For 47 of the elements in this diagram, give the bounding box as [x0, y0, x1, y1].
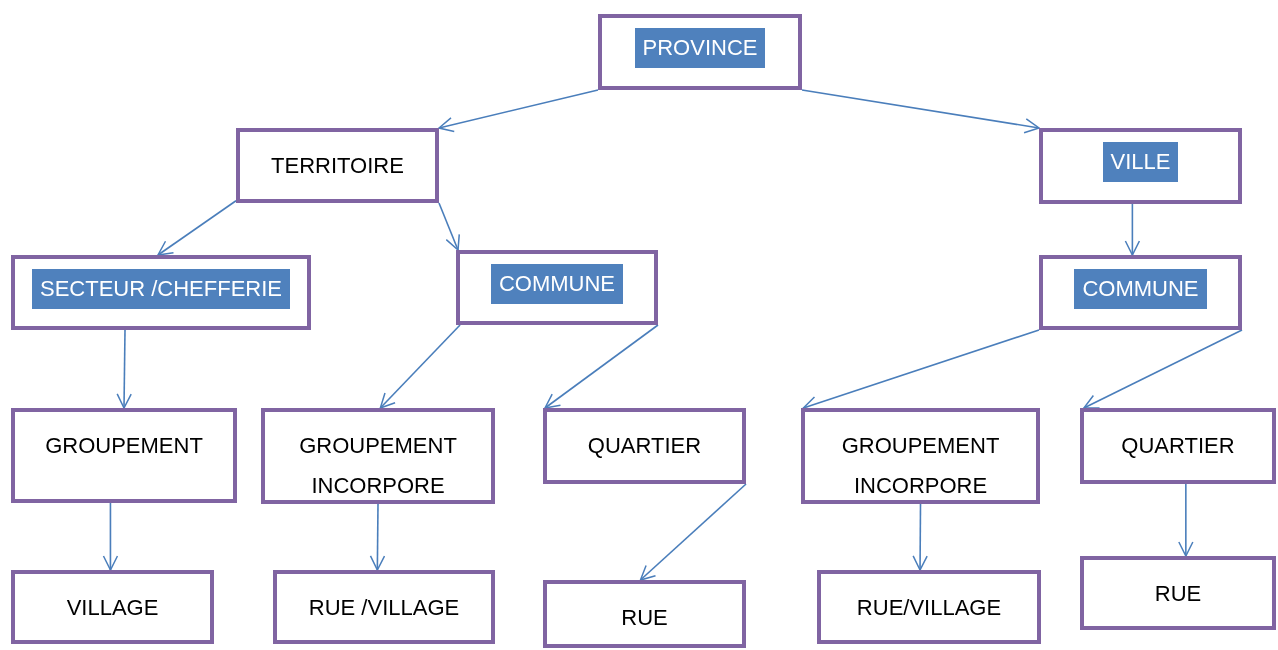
org-box	[817, 570, 1041, 644]
org-box	[801, 408, 1040, 504]
unit-label: SECTEUR /CHEFFERIE	[32, 269, 290, 309]
unit-label: COMMUNE	[490, 264, 624, 304]
org-box	[236, 128, 439, 203]
arrow	[801, 89, 1040, 134]
arrow	[379, 324, 461, 409]
org-box	[261, 408, 495, 504]
unit-label: GROUPEMENT INCORPORE	[298, 432, 458, 500]
unit-label: RUE /VILLAGE	[307, 594, 461, 622]
unit-label: GROUPEMENT INCORPORE	[840, 432, 1001, 500]
org-box	[598, 14, 802, 90]
arrow	[157, 199, 237, 256]
org-box	[1080, 408, 1276, 484]
unit-label: RUE	[620, 604, 669, 632]
org-box	[543, 408, 746, 484]
unit-label: VILLAGE	[65, 594, 160, 622]
arrow	[369, 503, 386, 571]
org-box	[11, 255, 311, 330]
unit-label: GROUPEMENT	[44, 432, 204, 460]
org-box	[1039, 255, 1242, 330]
unit-label: RUE	[1153, 580, 1203, 608]
arrow	[802, 329, 1040, 411]
org-box	[11, 408, 237, 503]
arrow	[116, 329, 132, 409]
arrow	[438, 202, 460, 251]
unit-label: QUARTIER	[1120, 432, 1236, 460]
arrow	[438, 89, 599, 133]
arrow	[639, 483, 747, 581]
unit-label: TERRITOIRE	[270, 152, 405, 180]
arrow	[1083, 329, 1243, 409]
arrow	[1124, 203, 1141, 256]
org-box	[1039, 128, 1242, 204]
org-box	[456, 250, 658, 325]
org-box	[11, 570, 214, 644]
unit-label: PROVINCE	[634, 28, 766, 68]
unit-label: COMMUNE	[1074, 269, 1207, 309]
unit-label: VILLE	[1102, 142, 1179, 182]
arrow	[544, 324, 659, 409]
unit-label: QUARTIER	[586, 432, 703, 460]
org-box	[273, 570, 495, 644]
arrow	[102, 502, 119, 571]
unit-label: RUE/VILLAGE	[855, 594, 1003, 622]
arrow	[1178, 483, 1194, 557]
arrow	[912, 503, 928, 571]
org-box	[543, 580, 746, 648]
org-box	[1080, 556, 1276, 630]
